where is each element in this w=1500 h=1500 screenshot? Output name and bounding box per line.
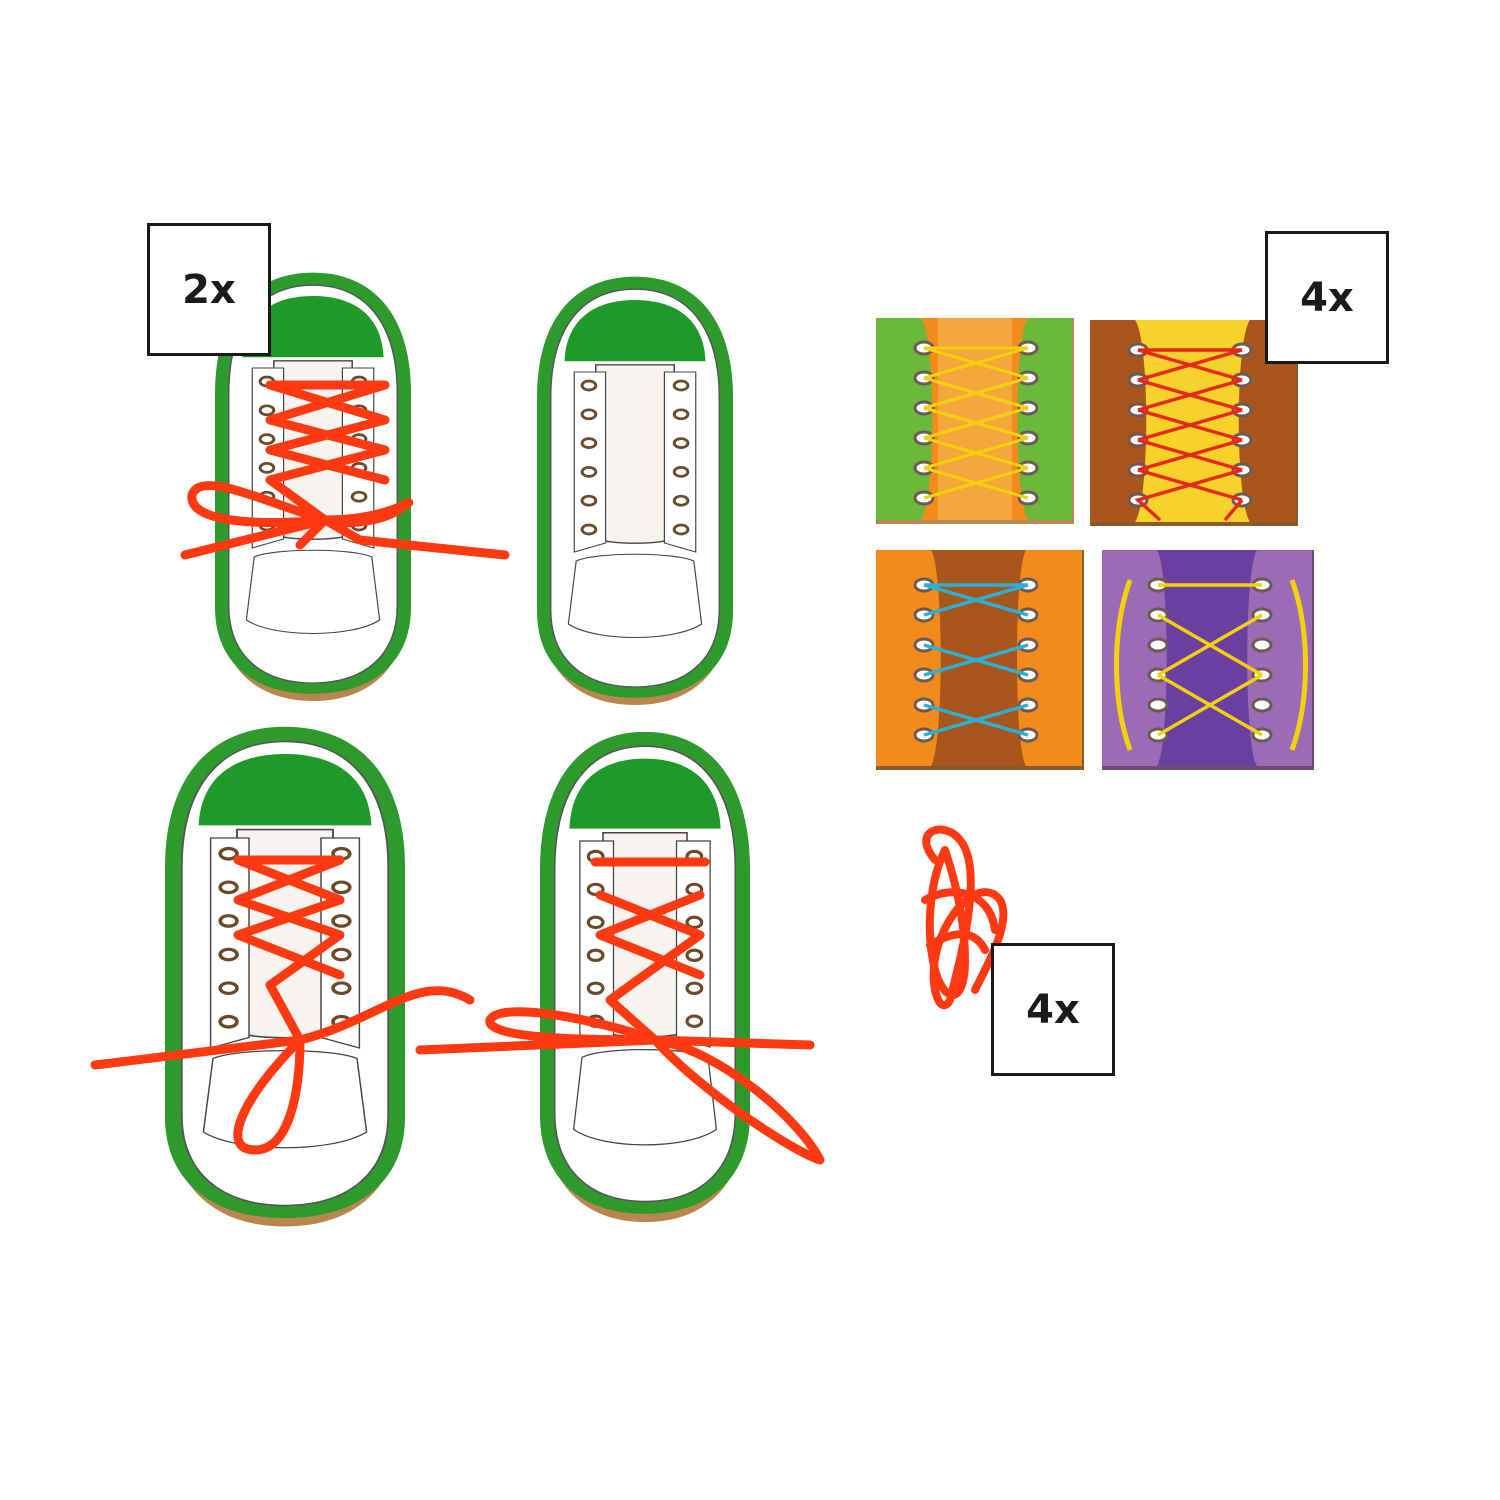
lacing-card-brown	[1090, 320, 1298, 526]
lacing-card-purple	[1102, 550, 1314, 770]
lacing-card-orange	[876, 550, 1084, 770]
red-lace-bundle	[921, 825, 1008, 1010]
lacing-card-green	[876, 318, 1074, 524]
quantity-badge-lacing-cards: 4x	[1265, 231, 1389, 364]
red-laces-on-shoes	[90, 380, 825, 1165]
quantity-badge-shoe-boards: 2x	[147, 223, 271, 356]
shoe-board-unlaced	[535, 275, 735, 707]
quantity-badge-laces: 4x	[991, 943, 1115, 1076]
